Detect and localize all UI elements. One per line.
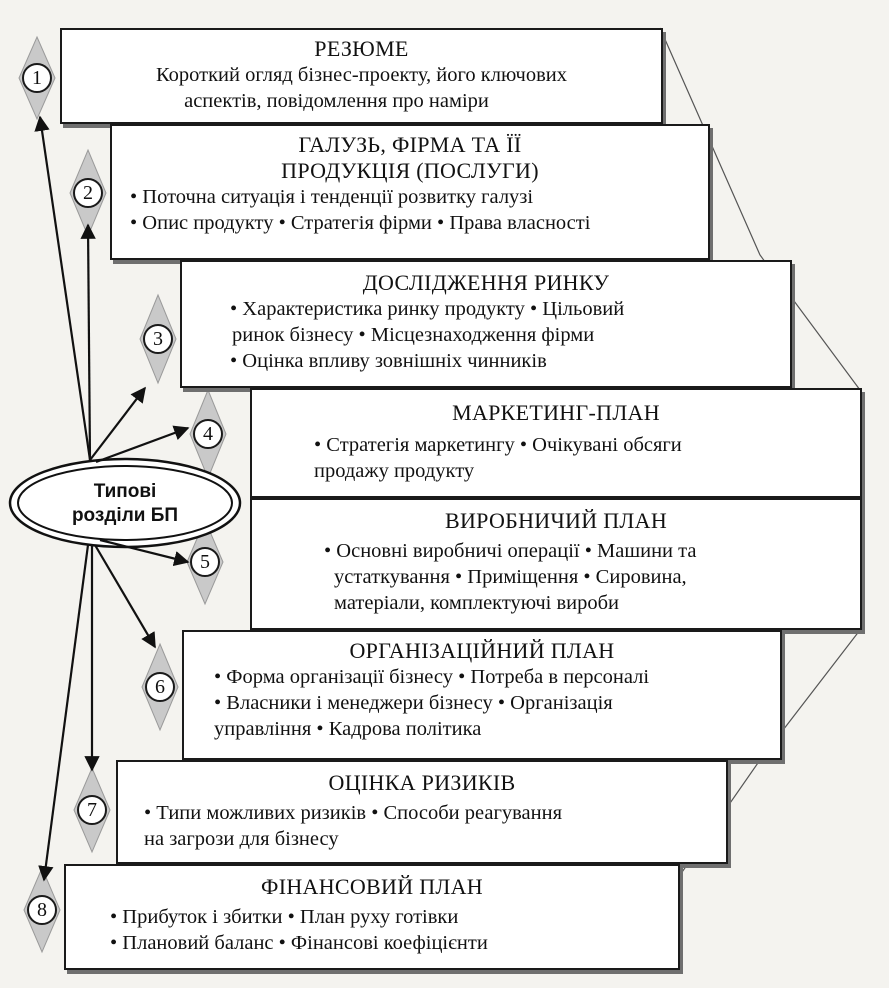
section-body-line: • Опис продукту • Стратегія фірми • Прав… <box>130 212 591 234</box>
section-number-2: 2 <box>73 178 103 208</box>
section-body-line: • Прибуток і збитки • План руху готівки <box>110 906 459 928</box>
section-title: ГАЛУЗЬ, ФІРМА ТА ЇЇ <box>298 132 522 157</box>
section-body-line: • Характеристика ринку продукту • Цільов… <box>230 298 625 320</box>
section-number-3: 3 <box>143 324 173 354</box>
section-title: ФІНАНСОВИЙ ПЛАН <box>261 874 483 899</box>
section-financial-plan: ФІНАНСОВИЙ ПЛАН • Прибуток і збитки • Пл… <box>64 864 680 970</box>
section-number-6: 6 <box>145 672 175 702</box>
section-body-line: устаткування • Приміщення • Сировина, <box>334 566 687 588</box>
section-body-line: • Власники і менеджери бізнесу • Організ… <box>214 692 613 714</box>
section-body-line: ринок бізнесу • Місцезнаходження фірми <box>232 324 595 346</box>
section-body-line: на загрози для бізнесу <box>144 828 339 850</box>
section-body-line: • Стратегія маркетингу • Очікувані обсяг… <box>314 434 682 456</box>
section-title: ДОСЛІДЖЕННЯ РИНКУ <box>362 270 610 295</box>
section-body-line: продажу продукту <box>314 460 475 482</box>
section-body-line: • Основні виробничі операції • Машини та <box>324 540 697 562</box>
section-body-line: Короткий огляд бізнес-проекту, його ключ… <box>155 64 567 86</box>
section-organizational-plan: ОРГАНІЗАЦІЙНИЙ ПЛАН • Форма організації … <box>182 630 782 760</box>
section-marketing-plan: МАРКЕТИНГ-ПЛАН • Стратегія маркетингу • … <box>250 388 862 498</box>
section-number-1: 1 <box>22 63 52 93</box>
section-title: МАРКЕТИНГ-ПЛАН <box>452 400 660 425</box>
section-title: ОЦІНКА РИЗИКІВ <box>328 770 516 795</box>
section-industry: ГАЛУЗЬ, ФІРМА ТА ЇЇ ПРОДУКЦІЯ (ПОСЛУГИ) … <box>110 124 710 260</box>
section-title: РЕЗЮМЕ <box>314 36 409 61</box>
section-body-line: • Оцінка впливу зовнішніх чинників <box>230 350 547 372</box>
center-label-line2: розділи БП <box>71 505 179 526</box>
section-body-line: • Плановий баланс • Фінансові коефіцієнт… <box>110 932 488 954</box>
section-body-line: • Форма організації бізнесу • Потреба в … <box>214 666 650 688</box>
section-number-4: 4 <box>193 419 223 449</box>
arrows <box>34 115 190 882</box>
section-risk-assessment: ОЦІНКА РИЗИКІВ • Типи можливих ризиків •… <box>116 760 728 864</box>
section-title: ПРОДУКЦІЯ (ПОСЛУГИ) <box>281 158 539 183</box>
section-body-line: • Поточна ситуація і тенденції розвитку … <box>130 186 534 208</box>
section-number-8: 8 <box>27 895 57 925</box>
center-label: Типові розділи БП <box>20 464 230 544</box>
section-body-line: аспектів, повідомлення про наміри <box>184 90 489 112</box>
section-body-line: управління • Кадрова політика <box>214 718 482 740</box>
center-label-line1: Типові <box>93 481 157 502</box>
section-body-line: матеріали, комплектуючі вироби <box>334 592 620 614</box>
section-resume: РЕЗЮМЕ Короткий огляд бізнес-проекту, йо… <box>60 28 663 124</box>
section-body-line: • Типи можливих ризиків • Способи реагув… <box>144 802 563 824</box>
section-title: ОРГАНІЗАЦІЙНИЙ ПЛАН <box>349 638 615 663</box>
section-number-7: 7 <box>77 795 107 825</box>
section-title: ВИРОБНИЧИЙ ПЛАН <box>444 508 668 533</box>
section-market-research: ДОСЛІДЖЕННЯ РИНКУ • Характеристика ринку… <box>180 260 792 388</box>
section-production-plan: ВИРОБНИЧИЙ ПЛАН • Основні виробничі опер… <box>250 498 862 630</box>
section-number-5: 5 <box>190 547 220 577</box>
